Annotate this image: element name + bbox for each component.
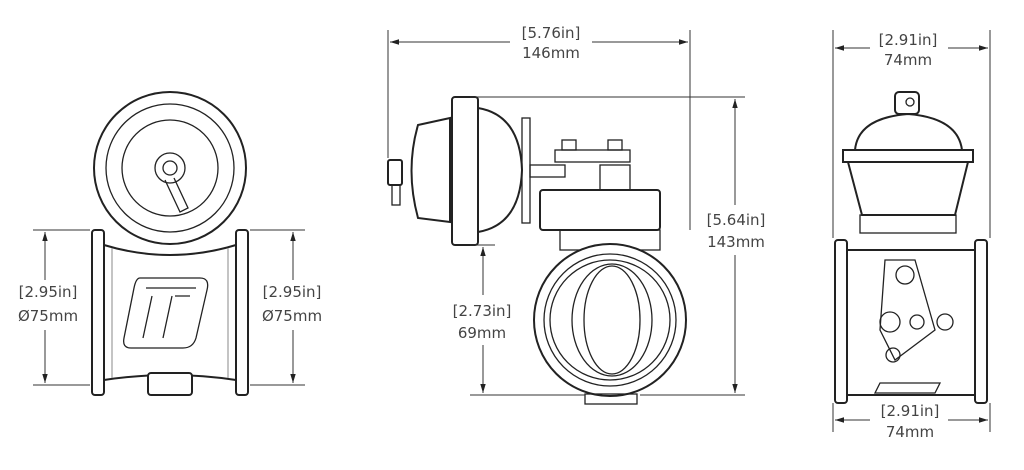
- diameter-dimension-right: [2.95in] Ø75mm: [250, 229, 322, 386]
- dimension-mm: 69mm: [458, 324, 506, 342]
- dimension-inches: [2.73in]: [453, 302, 512, 320]
- dimension-inches: [2.95in]: [263, 283, 322, 301]
- front-view: [2.95in] Ø75mm [2.95in] Ø75mm: [18, 91, 322, 396]
- center-height-dimension: [2.73in] 69mm: [453, 244, 585, 396]
- dimension-inches: [2.95in]: [19, 283, 78, 301]
- diameter-dimension-left: [2.95in] Ø75mm: [18, 229, 90, 386]
- dimension-inches: [5.64in]: [707, 211, 766, 229]
- dimension-mm: Ø75mm: [262, 307, 322, 325]
- dimension-mm: Ø75mm: [18, 307, 78, 325]
- dimension-inches: [2.91in]: [879, 31, 938, 49]
- actuator-side: [387, 96, 531, 246]
- dimension-inches: [2.91in]: [881, 402, 940, 420]
- bottom-width-dimension: [2.91in] 74mm: [832, 402, 991, 441]
- dimension-inches: [5.76in]: [522, 24, 581, 42]
- dimension-mm: 143mm: [707, 233, 765, 251]
- butterfly-valve: [533, 243, 687, 405]
- height-dimension: [5.64in] 143mm: [470, 96, 766, 396]
- end-view: [2.91in] 74mm [2.91in] 74mm: [832, 30, 991, 441]
- width-dimension: [5.76in] 146mm: [387, 24, 691, 230]
- valve-body: [91, 229, 249, 396]
- dimension-mm: 146mm: [522, 44, 580, 62]
- valve-body-end: [834, 239, 988, 404]
- actuator-end: [842, 91, 974, 234]
- side-view: [5.76in] 146mm [5.64in] 143mm [2.73in] 6…: [387, 24, 766, 405]
- top-width-dimension: [2.91in] 74mm: [832, 30, 991, 238]
- dimension-mm: 74mm: [886, 423, 934, 441]
- turbosmart-logo: [123, 277, 209, 349]
- actuator-top: [93, 91, 247, 245]
- bracket: [529, 139, 661, 251]
- dimension-mm: 74mm: [884, 51, 932, 69]
